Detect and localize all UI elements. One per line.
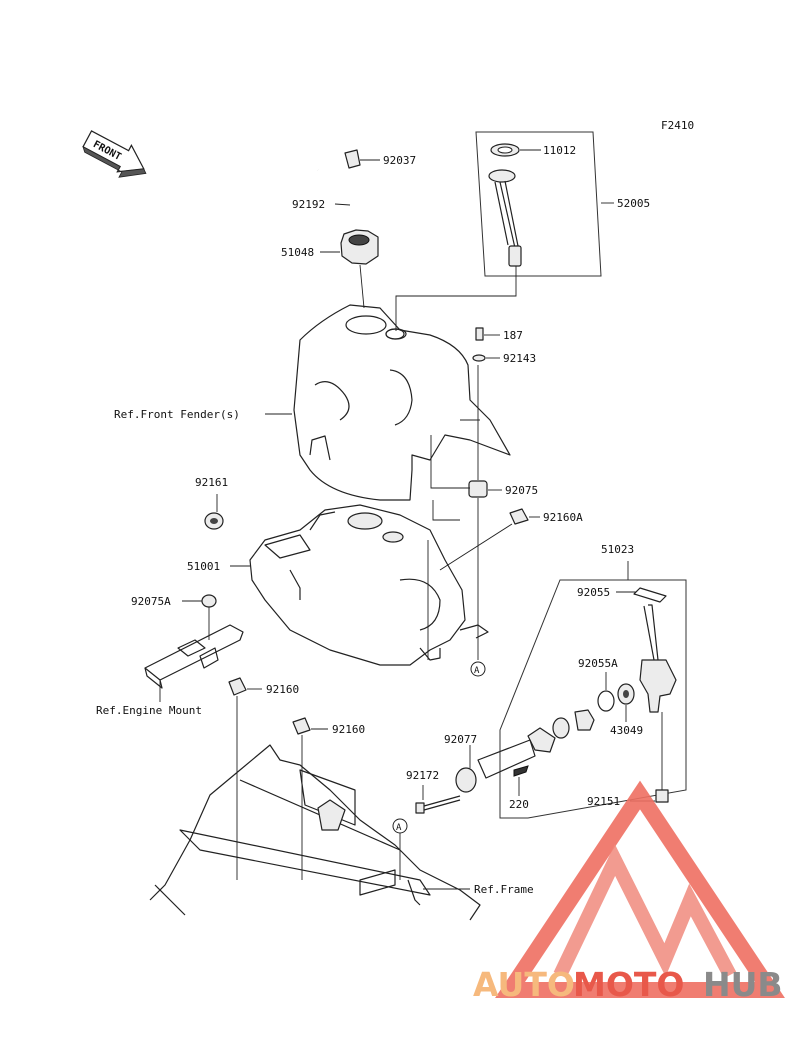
pad-92160a bbox=[509, 508, 529, 525]
automotohub-logo: AUTO MOTO HUB bbox=[473, 780, 785, 1004]
front-fender-outline bbox=[265, 304, 511, 501]
fuel-tank bbox=[230, 500, 489, 666]
logo-text-moto: MOTO bbox=[573, 965, 684, 1004]
callout-187: 187 bbox=[503, 329, 523, 342]
callout-92143: 92143 bbox=[503, 352, 536, 365]
callout-51048: 51048 bbox=[281, 246, 314, 259]
callout-220: 220 bbox=[509, 798, 529, 811]
fuel-gauge-float bbox=[508, 245, 522, 267]
callout-92172: 92172 bbox=[406, 769, 439, 782]
callout-92161: 92161 bbox=[195, 476, 228, 489]
ref-frame: Ref.Frame bbox=[474, 883, 534, 896]
figure-code: F2410 bbox=[661, 119, 694, 132]
screw-92151 bbox=[655, 789, 669, 803]
callout-92160a: 92160A bbox=[543, 511, 583, 524]
fuel-gauge-cap bbox=[488, 169, 516, 183]
fuel-gauge-group bbox=[385, 131, 614, 340]
bolt-washer-group bbox=[472, 327, 500, 480]
pad-92160-upper bbox=[228, 677, 262, 880]
bolt-92172 bbox=[415, 802, 425, 814]
grommet-92075a bbox=[182, 594, 217, 640]
gasket-92055 bbox=[633, 587, 667, 603]
callout-92075a: 92075A bbox=[131, 595, 171, 608]
front-arrow-icon: FRONT bbox=[82, 130, 147, 178]
logo-triangle-icon bbox=[495, 780, 785, 998]
grommet-92075 bbox=[468, 480, 502, 660]
callout-51001: 51001 bbox=[187, 560, 220, 573]
hose-clip bbox=[344, 149, 361, 169]
callout-92160-lower: 92160 bbox=[332, 723, 365, 736]
callout-51023: 51023 bbox=[601, 543, 634, 556]
callout-92055a: 92055A bbox=[578, 657, 618, 670]
logo-text-auto: AUTO bbox=[473, 965, 575, 1004]
washer-92143 bbox=[472, 354, 486, 362]
callout-92151: 92151 bbox=[587, 795, 620, 808]
grommet-92161 bbox=[204, 494, 224, 530]
o-ring-92055a bbox=[597, 690, 615, 712]
engine-mount-bracket bbox=[144, 624, 244, 702]
callout-92077: 92077 bbox=[444, 733, 477, 746]
callout-11012: 11012 bbox=[543, 144, 576, 157]
ref-front-fender: Ref.Front Fender(s) bbox=[114, 408, 240, 421]
frame-outline bbox=[149, 744, 481, 921]
circle-a-upper: A bbox=[474, 666, 480, 676]
callout-92160-upper: 92160 bbox=[266, 683, 299, 696]
ref-engine-mount: Ref.Engine Mount bbox=[96, 704, 202, 717]
fitting-92077 bbox=[455, 767, 477, 793]
circle-a-lower: A bbox=[396, 823, 402, 833]
logo-text-hub: HUB bbox=[703, 965, 783, 1004]
callout-43049: 43049 bbox=[610, 724, 643, 737]
breather-hose-group bbox=[317, 149, 380, 309]
callout-52005: 52005 bbox=[617, 197, 650, 210]
callout-92192: 92192 bbox=[292, 198, 325, 211]
pad-92160-lower bbox=[292, 717, 328, 880]
bolt-187 bbox=[475, 327, 484, 341]
fuel-cock-body bbox=[639, 659, 677, 713]
callout-92055: 92055 bbox=[577, 586, 610, 599]
callout-92075: 92075 bbox=[505, 484, 538, 497]
fuel-cock-group bbox=[415, 561, 687, 819]
callout-92037: 92037 bbox=[383, 154, 416, 167]
